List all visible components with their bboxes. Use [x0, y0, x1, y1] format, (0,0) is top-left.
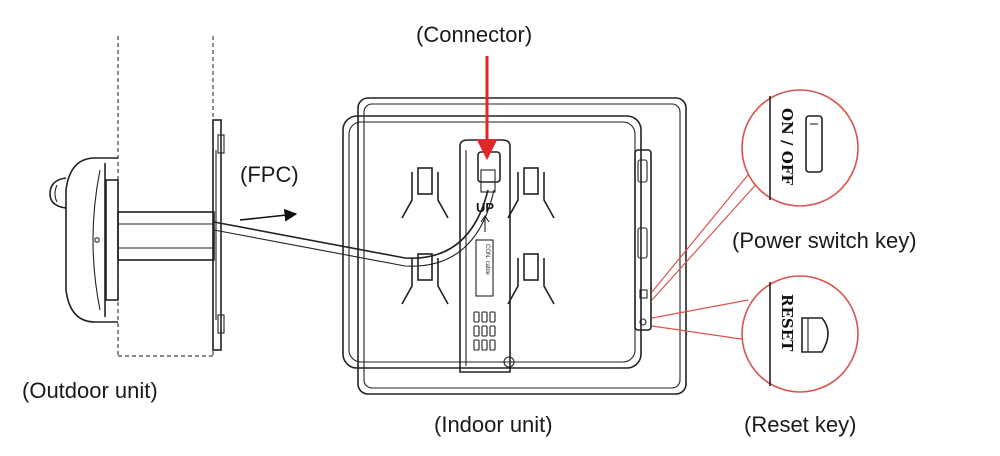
fpc-arrow [239, 208, 298, 222]
vent-grille [473, 311, 496, 351]
zoom-leader-lines [651, 169, 761, 341]
on-off-mark: ON / OFF [778, 108, 796, 185]
indoor-unit-label: (Indoor unit) [434, 412, 553, 437]
outdoor-unit-drawing [49, 119, 225, 351]
mounting-hook-tr [507, 167, 555, 219]
reset-mark: RESET [778, 294, 796, 352]
up-mark: UP [476, 200, 494, 215]
reset-key-label: (Reset key) [744, 412, 856, 437]
connector-label: (Connector) [416, 22, 532, 47]
power-switch-key-label: (Power switch key) [732, 228, 917, 253]
cable-mark: CON. cable [484, 244, 490, 276]
mounting-hook-tl [401, 167, 449, 219]
outdoor-unit-label: (Outdoor unit) [22, 378, 158, 403]
power-switch-zoom: ON / OFF [741, 89, 859, 207]
mounting-hook-bl [401, 253, 449, 305]
reset-zoom: RESET [741, 275, 859, 393]
fpc-label: (FPC) [240, 162, 299, 187]
fpc-cable [213, 189, 495, 267]
door-outline [117, 36, 214, 357]
indoor-unit-drawing: UP CON. cable [342, 97, 687, 395]
mounting-hook-br [507, 253, 555, 305]
